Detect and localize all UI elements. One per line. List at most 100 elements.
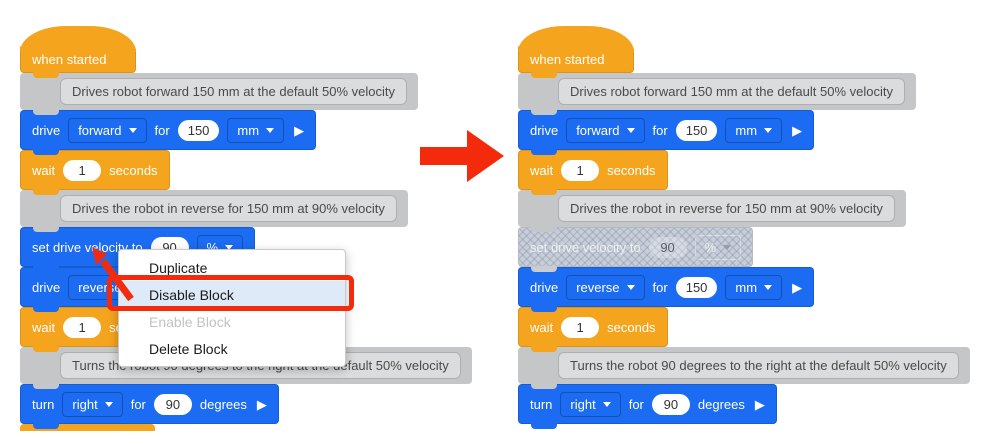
block-label: seconds [109, 162, 158, 178]
when-started-hat-block[interactable]: when started [518, 26, 634, 78]
block-label: degrees [199, 396, 247, 412]
dropdown-value: mm [735, 122, 758, 138]
block-label: drive [530, 122, 559, 138]
block-connector-tab [531, 306, 557, 312]
block-label: for [652, 122, 668, 138]
menu-item-delete-block[interactable]: Delete Block [149, 340, 228, 357]
block-connector-tab [531, 383, 557, 389]
comment-block[interactable]: Drives the robot in reverse for 150 mm a… [20, 190, 408, 232]
direction-dropdown[interactable]: reverse [566, 274, 645, 300]
play-icon[interactable]: ▶ [294, 122, 305, 138]
chevron-down-icon [602, 401, 611, 407]
block-label: seconds [607, 162, 656, 178]
comment-text[interactable]: Drives the robot in reverse for 150 mm a… [60, 195, 397, 222]
wait-value-input[interactable]: 1 [63, 316, 102, 338]
block-label: set drive velocity to [32, 239, 143, 255]
block-label: set drive velocity to [530, 239, 641, 255]
dropdown-value: mm [237, 122, 260, 138]
direction-dropdown[interactable]: forward [68, 117, 147, 143]
play-icon[interactable]: ▶ [792, 279, 803, 295]
comment-block[interactable]: Drives robot forward 150 mm at the defau… [20, 73, 418, 115]
dropdown-value: forward [78, 122, 122, 138]
block-stack-before: when started Drives robot forward 150 mm… [20, 26, 472, 431]
block-label: seconds [607, 319, 656, 335]
drive-forward-block[interactable]: drive forward for 150 mm ▶ [20, 110, 317, 155]
block-connector-tab [531, 266, 557, 272]
when-started-hat-block[interactable]: when started [20, 26, 136, 78]
set-drive-velocity-block-disabled[interactable]: set drive velocity to 90 % [518, 227, 753, 272]
dropdown-value: forward [576, 122, 620, 138]
turn-block[interactable]: turn right for 90 degrees ▶ [518, 384, 777, 429]
wait-block[interactable]: wait 1 seconds [20, 150, 170, 195]
block-connector-tab [33, 306, 59, 312]
block-connector-tab [33, 266, 59, 272]
unit-dropdown[interactable]: mm [227, 117, 285, 143]
wait-block[interactable]: wait 1 seconds [518, 150, 668, 195]
block-connector-tab [33, 423, 59, 429]
block-label: for [154, 122, 170, 138]
unit-dropdown[interactable]: % [694, 234, 742, 260]
block-label: drive [530, 279, 559, 295]
play-icon[interactable]: ▶ [754, 396, 765, 412]
menu-item-enable-block: Enable Block [149, 313, 231, 330]
dropdown-value: mm [735, 279, 758, 295]
block-stack-after: when started Drives robot forward 150 mm… [518, 26, 970, 429]
unit-dropdown[interactable]: mm [725, 117, 783, 143]
block-label: for [652, 279, 668, 295]
wait-value-input[interactable]: 1 [561, 316, 600, 338]
wait-block[interactable]: wait 1 seconds [518, 307, 668, 352]
dropdown-value: right [570, 396, 596, 412]
turn-block[interactable]: turn right for 90 degrees ▶ [20, 384, 279, 429]
hat-label: when started [32, 52, 107, 67]
wait-value-input[interactable]: 1 [63, 159, 102, 181]
block-label: degrees [697, 396, 745, 412]
comment-block[interactable]: Drives robot forward 150 mm at the defau… [518, 73, 916, 115]
block-label: wait [530, 319, 554, 335]
block-connector-tab [33, 72, 59, 78]
chevron-down-icon [128, 127, 137, 133]
menu-item-disable-block[interactable]: Disable Block [119, 281, 345, 308]
chevron-down-icon [626, 284, 635, 290]
comment-text[interactable]: Drives robot forward 150 mm at the defau… [60, 78, 407, 105]
unit-dropdown[interactable]: mm [725, 274, 783, 300]
distance-input[interactable]: 150 [675, 119, 718, 141]
comment-text[interactable]: Drives the robot in reverse for 150 mm a… [558, 195, 895, 222]
dropdown-value: right [72, 396, 98, 412]
chevron-down-icon [723, 244, 732, 250]
comment-block[interactable]: Turns the robot 90 degrees to the right … [518, 347, 970, 389]
distance-input[interactable]: 150 [675, 276, 718, 298]
block-label: turn [32, 396, 55, 412]
angle-input[interactable]: 90 [651, 393, 690, 415]
chevron-down-icon [764, 284, 773, 290]
block-connector-tab [531, 189, 557, 195]
partial-wait-block[interactable] [20, 424, 155, 431]
drive-reverse-block[interactable]: drive reverse for 150 mm ▶ [518, 267, 815, 312]
comment-block[interactable]: Drives the robot in reverse for 150 mm a… [518, 190, 906, 232]
angle-input[interactable]: 90 [153, 393, 192, 415]
block-connector-tab [33, 149, 59, 155]
block-connector-tab [531, 226, 557, 232]
direction-dropdown[interactable]: right [62, 391, 123, 417]
dropdown-value: reverse [78, 279, 122, 295]
distance-input[interactable]: 150 [177, 119, 220, 141]
wait-value-input[interactable]: 1 [561, 159, 600, 181]
comment-text[interactable]: Drives robot forward 150 mm at the defau… [558, 78, 905, 105]
play-icon[interactable]: ▶ [792, 122, 803, 138]
block-context-menu: Duplicate Disable Block Enable Block Del… [118, 249, 346, 367]
block-connector-tab [531, 149, 557, 155]
play-icon[interactable]: ▶ [256, 396, 267, 412]
menu-item-duplicate[interactable]: Duplicate [149, 259, 208, 276]
block-connector-tab [531, 346, 557, 352]
dropdown-value: reverse [576, 279, 620, 295]
comment-text[interactable]: Turns the robot 90 degrees to the right … [558, 352, 959, 379]
chevron-down-icon [266, 127, 275, 133]
direction-dropdown[interactable]: forward [566, 117, 645, 143]
velocity-input[interactable]: 90 [648, 236, 687, 258]
drive-forward-block[interactable]: drive forward for 150 mm ▶ [518, 110, 815, 155]
direction-dropdown[interactable]: right [560, 391, 621, 417]
chevron-down-icon [104, 401, 113, 407]
block-connector-tab [531, 109, 557, 115]
chevron-down-icon [764, 127, 773, 133]
hat-label: when started [530, 52, 605, 67]
dropdown-value: % [206, 239, 219, 255]
